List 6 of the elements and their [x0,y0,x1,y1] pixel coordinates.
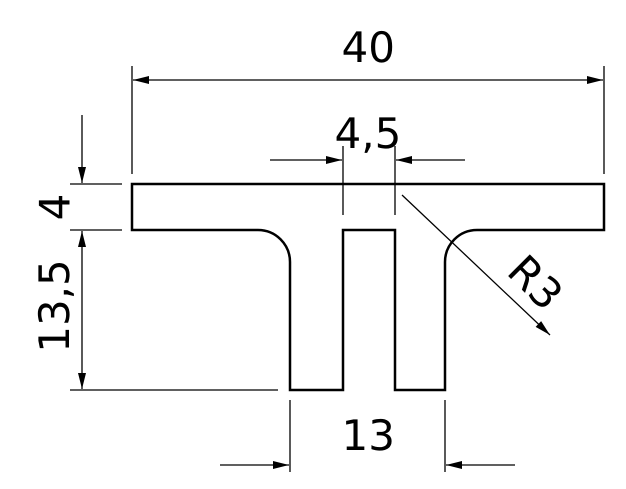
dimension-label: R3 [500,248,570,318]
dimension-label: 40 [342,27,395,69]
dimension-label: 13 [342,415,395,457]
dimension-label: 4 [34,194,76,220]
dimension-label: 4,5 [334,113,402,155]
dimension-label: 13,5 [34,259,76,353]
